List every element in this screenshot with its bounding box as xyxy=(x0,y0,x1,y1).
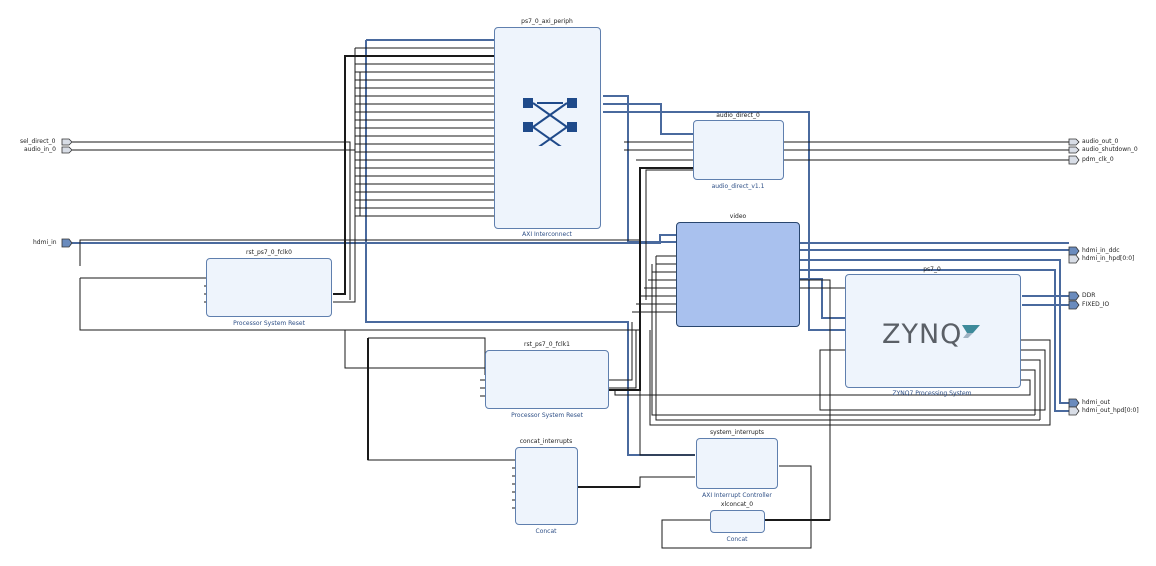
ps7-subtitle: ZYNQ7 Processing System xyxy=(892,390,972,397)
port-audio-shutdown-0[interactable]: audio_shutdown_0 xyxy=(1082,146,1138,153)
port-hdmi-in[interactable]: hdmi_in xyxy=(33,239,57,246)
zynq-logo-mark-icon xyxy=(962,325,980,338)
bus-m01-to-audio xyxy=(603,103,694,135)
concat-interrupts-block[interactable] xyxy=(515,447,578,525)
zynq-logo: ZYNQ xyxy=(882,319,963,350)
port-ddr[interactable]: DDR xyxy=(1082,292,1096,299)
rst-fclk1-title: rst_ps7_0_fclk1 xyxy=(524,341,570,348)
bus-m02-to-ps7 xyxy=(603,111,845,331)
vector-nets xyxy=(333,55,830,521)
concat-interrupts-title: concat_interrupts xyxy=(519,438,573,445)
port-hdmi-out[interactable]: hdmi_out xyxy=(1082,399,1110,406)
axi-periph-title: ps7_0_axi_periph xyxy=(521,18,573,25)
reset-fclk0-block[interactable] xyxy=(206,258,332,317)
audio-direct-subtitle: audio_direct_v1.1 xyxy=(711,183,765,190)
video-title: video xyxy=(729,213,747,220)
bus-nets xyxy=(72,39,1069,456)
port-sel-direct-0[interactable]: sel_direct_0 xyxy=(20,138,56,145)
axi-interrupt-controller-block[interactable] xyxy=(696,438,778,489)
rst-fclk0-title: rst_ps7_0_fclk0 xyxy=(246,249,292,256)
bus-ddr-fixedio xyxy=(1022,295,1069,306)
port-fixed-io[interactable]: FIXED_IO xyxy=(1082,301,1110,308)
port-hdmi-in-hpd[interactable]: hdmi_in_hpd[0:0] xyxy=(1082,255,1135,262)
rst-fclk0-subtitle: Processor System Reset xyxy=(233,320,305,327)
bus-hdmi-in-port xyxy=(72,234,676,244)
xlconcat-subtitle: Concat xyxy=(726,536,748,543)
concat-interrupts-subtitle: Concat xyxy=(535,528,557,535)
port-audio-out-0[interactable]: audio_out_0 xyxy=(1082,138,1119,145)
axi-periph-subtitle: AXI Interconnect xyxy=(522,231,572,238)
port-hdmi-in-ddc[interactable]: hdmi_in_ddc xyxy=(1082,247,1120,254)
axi-interconnect-block[interactable] xyxy=(494,27,601,229)
video-block[interactable] xyxy=(676,222,800,327)
port-hdmi-out-hpd[interactable]: hdmi_out_hpd[0:0] xyxy=(1082,407,1139,414)
port-shapes xyxy=(61,138,1080,416)
audio-direct-block[interactable] xyxy=(693,120,784,180)
ps7-title: ps7_0 xyxy=(923,266,941,273)
zynq-ps7-block[interactable]: ZYNQ xyxy=(845,274,1021,388)
system-interrupts-title: system_interrupts xyxy=(709,429,765,436)
rst-fclk1-subtitle: Processor System Reset xyxy=(511,412,583,419)
bus-hdmi-in xyxy=(800,242,1069,251)
reset-fclk1-block[interactable] xyxy=(485,350,609,409)
system-interrupts-subtitle: AXI Interrupt Controller xyxy=(702,492,772,499)
bus-hdmi-out xyxy=(800,259,1069,412)
crossbar-icon xyxy=(523,98,577,146)
audio-direct-title: audio_direct_0 xyxy=(716,112,760,119)
port-audio-in-0[interactable]: audio_in_0 xyxy=(24,146,56,153)
bus-video-to-ps7 xyxy=(800,278,845,319)
xlconcat-title: xlconcat_0 xyxy=(720,501,754,508)
port-pdm-clk-0[interactable]: pdm_clk_0 xyxy=(1082,156,1114,163)
xlconcat-block[interactable] xyxy=(710,510,765,533)
